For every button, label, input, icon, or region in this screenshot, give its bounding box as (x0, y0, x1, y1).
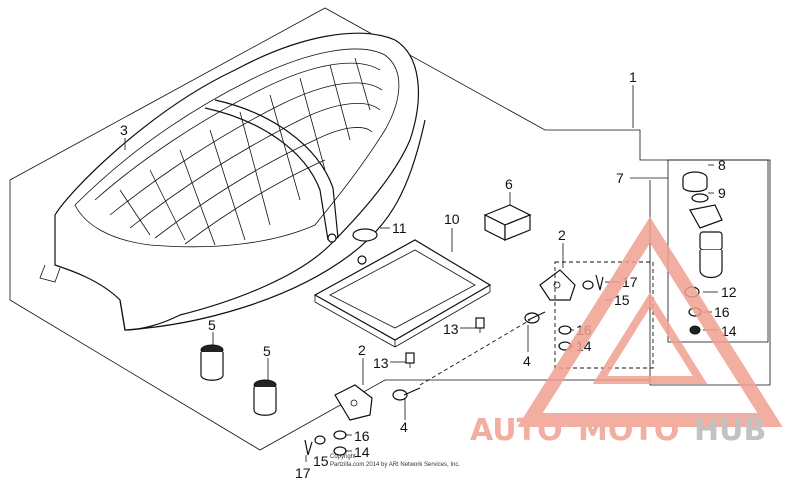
part-2-hinge-a (539, 269, 576, 301)
part-4-pin-a (524, 311, 546, 324)
callout-16-c: 16 (354, 428, 370, 444)
callout-11: 11 (392, 220, 407, 236)
watermark-logo: AUTO MOTO HUB (470, 216, 783, 448)
part-6-block (483, 204, 532, 241)
assembly-outline (9, 7, 771, 451)
callout-1: 1 (629, 69, 637, 85)
callout-14-c: 14 (354, 444, 370, 460)
callout-5-b: 5 (263, 343, 271, 359)
callout-10: 10 (444, 211, 460, 227)
copyright-line-1: Copyright (330, 454, 356, 460)
callout-2-b: 2 (358, 342, 366, 358)
part-17-clip-a (595, 274, 604, 291)
callout-16-a: 16 (714, 304, 730, 320)
callout-2-a: 2 (558, 227, 566, 243)
callout-13-a: 13 (443, 321, 459, 337)
callout-6: 6 (505, 176, 513, 192)
callout-5-a: 5 (208, 317, 216, 333)
callout-17-b: 17 (295, 465, 311, 481)
washers-left (314, 430, 347, 456)
watermark-auto: AUTO (470, 413, 563, 448)
copyright-line-2: Partzilla.com 2014 by ARI Network Servic… (330, 462, 460, 468)
part-17-clip-b (304, 439, 313, 456)
part-5-cushion-a (200, 344, 224, 381)
callout-8: 8 (718, 157, 726, 173)
callout-7: 7 (616, 170, 624, 186)
callout-12: 12 (721, 284, 737, 300)
callout-4-a: 4 (523, 353, 531, 369)
seat (39, 32, 426, 331)
callout-15-a: 15 (614, 292, 630, 308)
part-11-cap (352, 228, 378, 242)
callout-3: 3 (120, 122, 128, 138)
tray (313, 239, 492, 348)
part-4-pin-b (392, 387, 421, 401)
watermark-hub: HUB (694, 413, 766, 448)
part-13-bolt-a (475, 317, 485, 333)
callout-15-b: 15 (313, 453, 329, 469)
part-13-bolt-b (405, 352, 415, 368)
callout-13-b: 13 (373, 355, 389, 371)
watermark-moto: MOTO (578, 413, 679, 448)
callout-9: 9 (718, 185, 726, 201)
callout-14-a: 14 (721, 323, 737, 339)
part-2-hinge-b (334, 384, 373, 421)
part-5-cushion-b (253, 379, 277, 416)
callout-4-b: 4 (400, 419, 408, 435)
dashed-connector (419, 319, 531, 386)
